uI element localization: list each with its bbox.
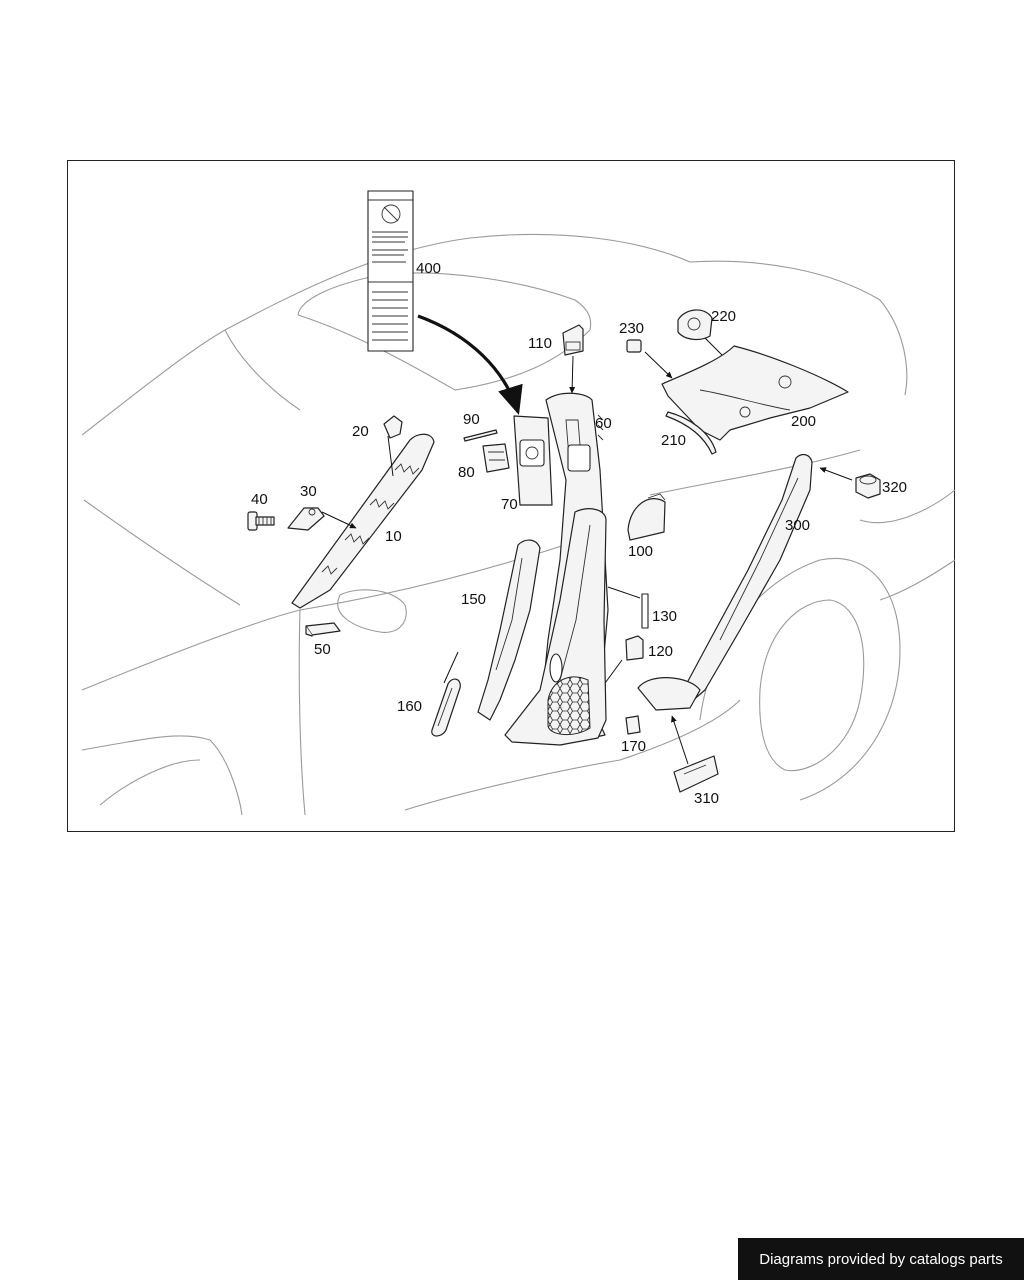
- part-30-bracket: [287, 507, 325, 531]
- callout-60: 60: [595, 415, 612, 432]
- callout-300: 300: [785, 517, 810, 534]
- part-60-lower-grille: [504, 508, 607, 746]
- callout-40: 40: [251, 491, 268, 508]
- part-310-cap: [637, 677, 719, 793]
- leader-20: [387, 435, 394, 477]
- leader-230: [644, 351, 673, 379]
- callout-10: 10: [385, 528, 402, 545]
- footer-credit-badge: Diagrams provided by catalogs parts: [738, 1238, 1024, 1280]
- footer-credit-text: Diagrams provided by catalogs parts: [759, 1250, 1003, 1268]
- part-20-clip: [383, 415, 403, 439]
- part-100-belt-guide: [627, 493, 666, 541]
- part-120-clip: [625, 635, 644, 661]
- part-230-fastener: [626, 339, 642, 353]
- part-320-nut: [855, 473, 881, 499]
- callout-160: 160: [397, 698, 422, 715]
- callout-70: 70: [501, 496, 518, 513]
- callout-90: 90: [463, 411, 480, 428]
- part-150-lower-trim: [477, 539, 541, 721]
- part-130-strip: [641, 593, 649, 629]
- callout-200: 200: [791, 413, 816, 430]
- part-300-pillar-trim: [679, 453, 813, 709]
- part-40-screw: [247, 511, 275, 531]
- part-170-clip: [625, 715, 641, 735]
- leader-160: [443, 651, 459, 684]
- callout-210: 210: [661, 432, 686, 449]
- callout-170: 170: [621, 738, 646, 755]
- callout-30: 30: [300, 483, 317, 500]
- callout-50: 50: [314, 641, 331, 658]
- part-70-belt-cover: [513, 415, 553, 506]
- part-200-quarter-trim: [661, 345, 849, 441]
- callout-310: 310: [694, 790, 719, 807]
- callout-150: 150: [461, 591, 486, 608]
- leader-130: [607, 586, 641, 599]
- leader-310: [671, 715, 689, 765]
- part-160-grille: [431, 678, 461, 737]
- leader-30: [321, 511, 357, 529]
- callout-120: 120: [648, 643, 673, 660]
- callout-230: 230: [619, 320, 644, 337]
- part-50-block: [305, 622, 341, 637]
- part-80-guide: [482, 443, 510, 473]
- leader-320: [819, 467, 853, 481]
- part-400-warning-label: [367, 190, 414, 352]
- part-220-cover: [677, 309, 713, 341]
- callout-220: 220: [711, 308, 736, 325]
- callout-20: 20: [352, 423, 369, 440]
- part-210-seal-strip: [665, 411, 717, 455]
- callout-400: 400: [416, 260, 441, 277]
- callout-labels: 400 110 230 220 60 200 210 90 20 80 30 4…: [251, 260, 907, 807]
- callout-110: 110: [528, 335, 552, 352]
- leader-110: [569, 355, 576, 394]
- arrow-400: [417, 314, 523, 416]
- part-10-a-pillar-trim: [291, 433, 435, 609]
- part-90-strip: [463, 429, 498, 442]
- callout-80: 80: [458, 464, 475, 481]
- callout-100: 100: [628, 543, 653, 560]
- part-110-clip: [562, 324, 584, 356]
- callout-320: 320: [882, 479, 907, 496]
- callout-130: 130: [652, 608, 677, 625]
